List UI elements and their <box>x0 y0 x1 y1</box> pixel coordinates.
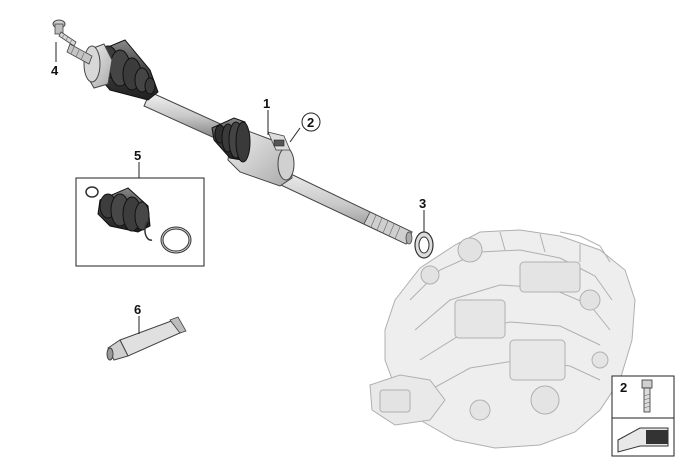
callout-1: 1 <box>263 96 270 111</box>
transmission <box>369 229 636 449</box>
legend-callout-2: 2 <box>620 380 627 395</box>
boot-kit-box <box>75 177 205 267</box>
inner-boot <box>211 117 251 163</box>
callout-6: 6 <box>134 302 141 317</box>
bolt-icon <box>641 379 653 413</box>
outer-cv-joint <box>66 43 113 89</box>
leader-lines <box>55 42 425 334</box>
seal-ring <box>414 231 434 259</box>
callout-2: 2 <box>307 115 314 130</box>
arrow-legend-icon <box>617 427 669 453</box>
callout-5: 5 <box>134 148 141 163</box>
callout-2-circle: 2 <box>301 112 321 132</box>
outer-bolt <box>52 19 77 47</box>
legend-box <box>611 375 675 457</box>
drive-shaft <box>66 39 413 245</box>
callout-3: 3 <box>419 196 426 211</box>
callout-4: 4 <box>51 63 59 78</box>
grease-tube <box>106 316 187 361</box>
